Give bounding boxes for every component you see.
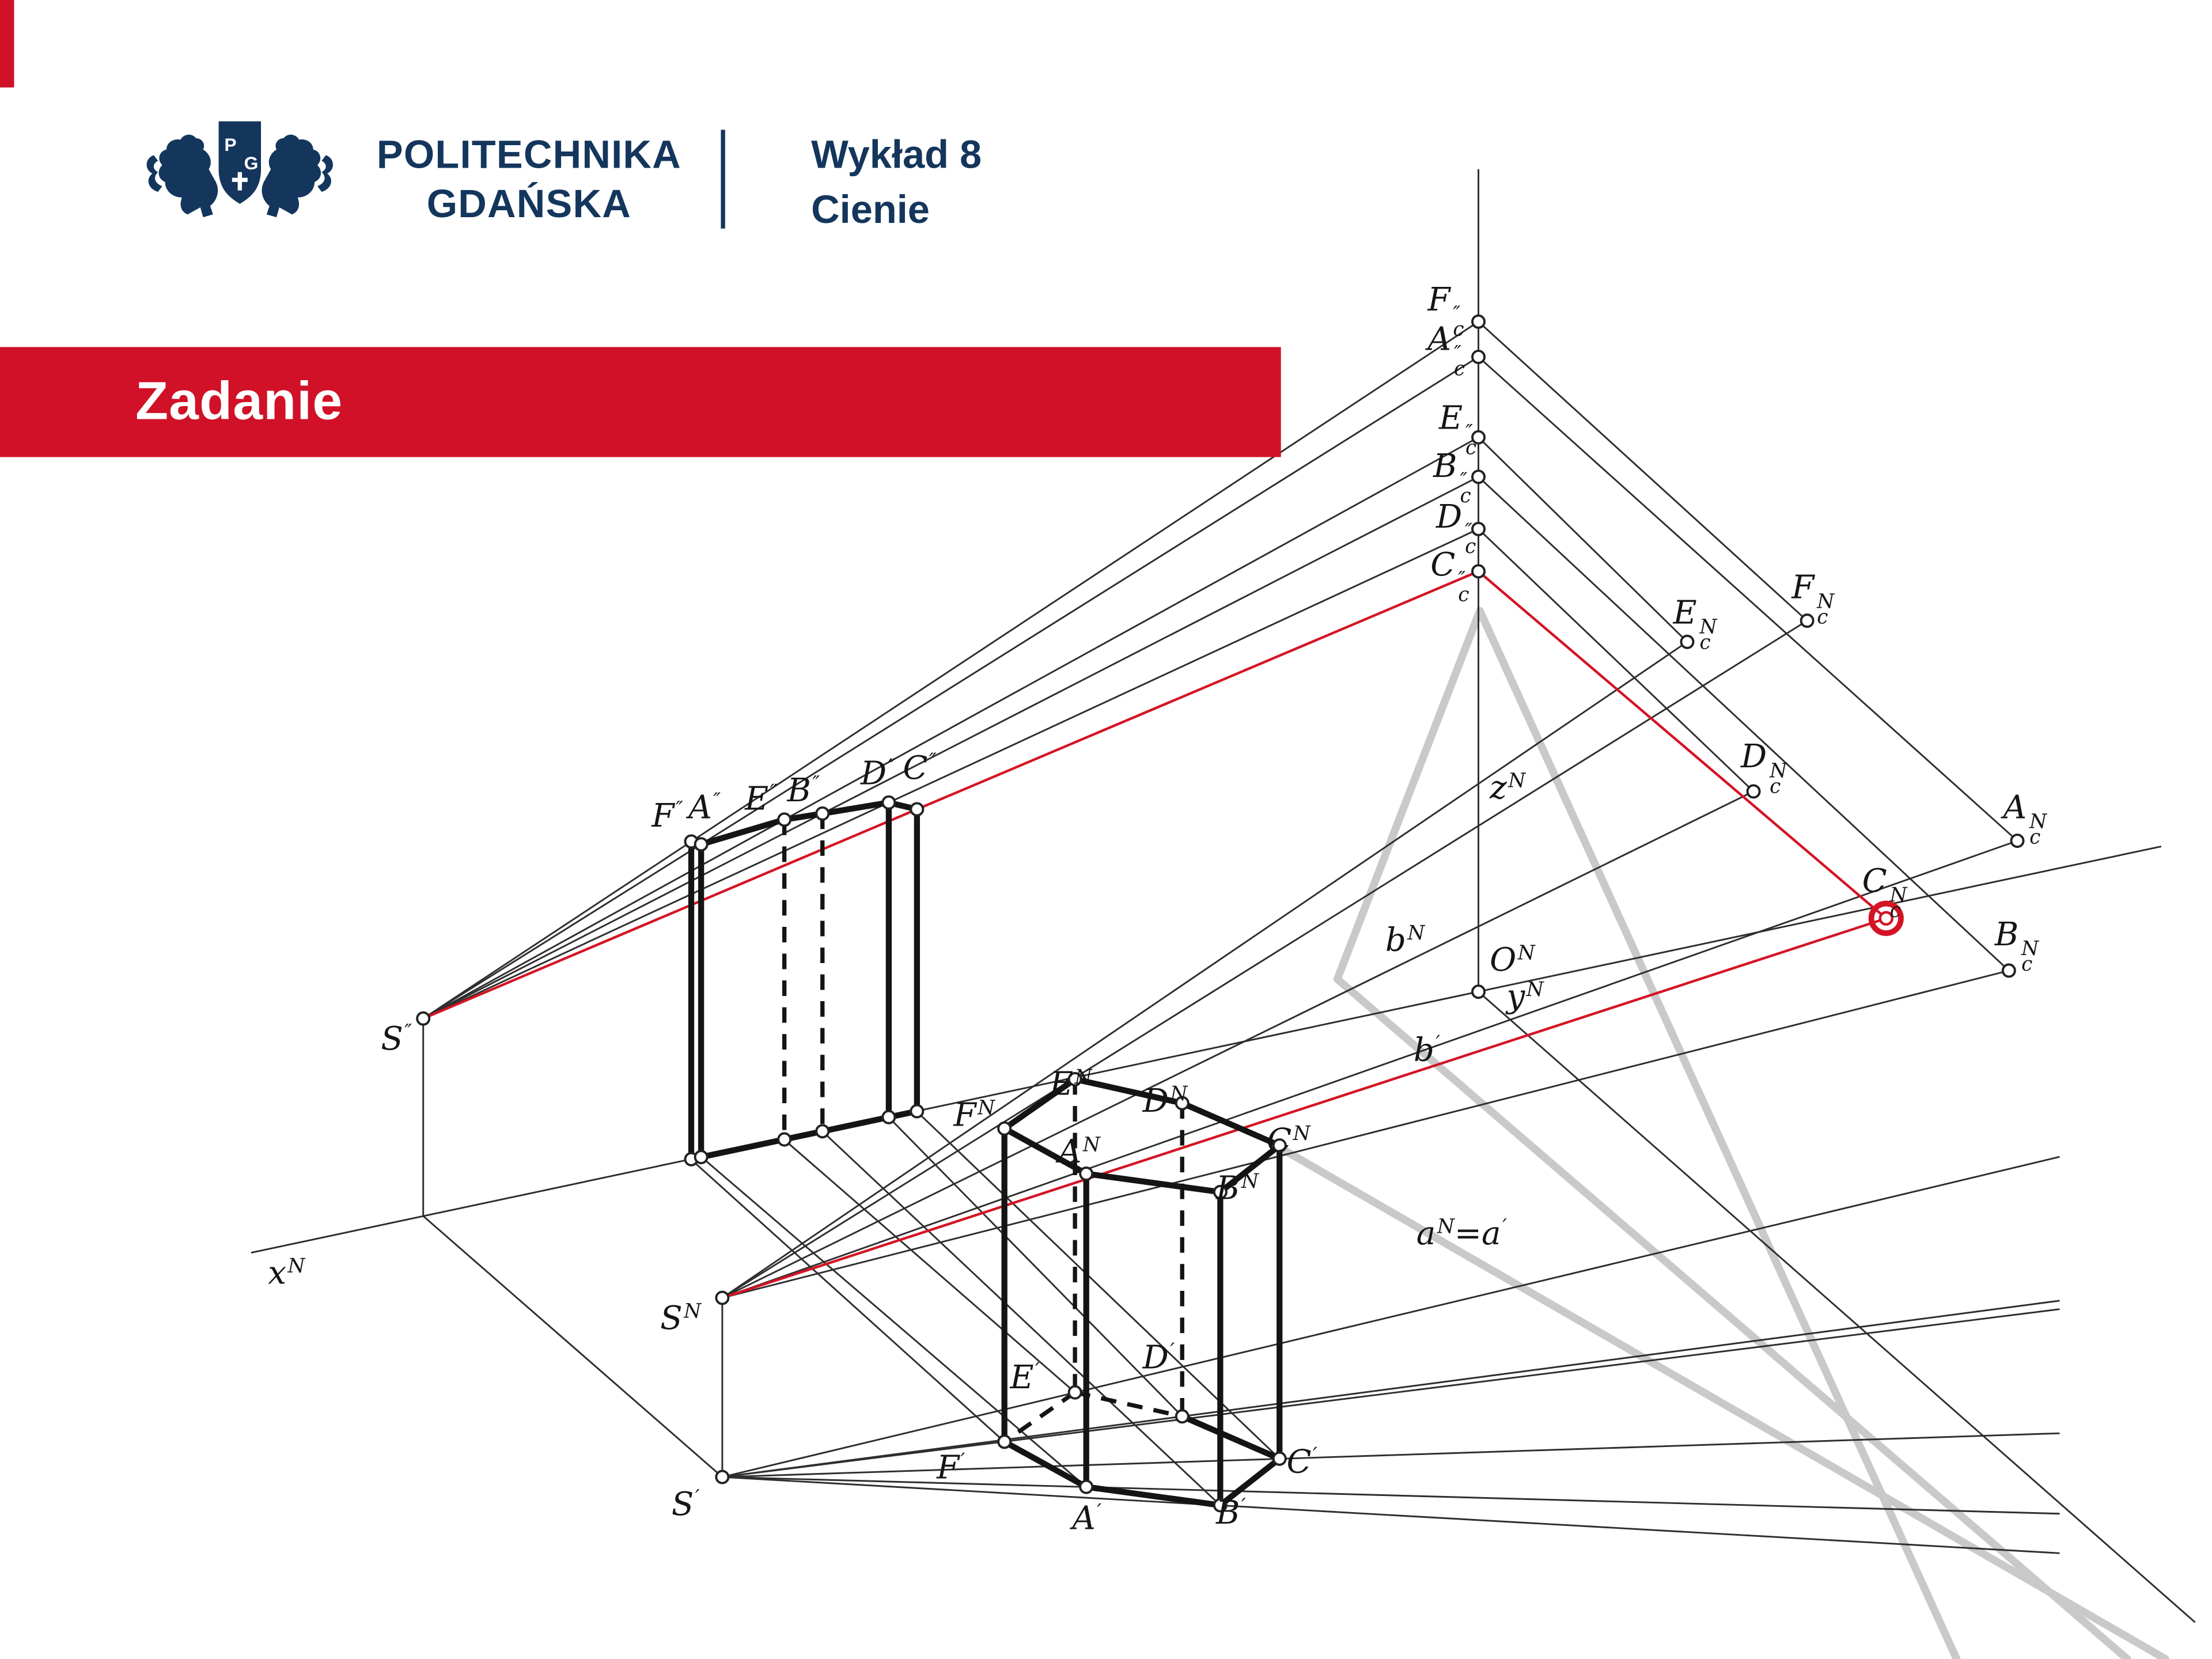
task-banner-label: Zadanie <box>135 372 343 431</box>
construction-lines <box>251 169 2196 1623</box>
university-name: POLITECHNIKA GDAŃSKA <box>364 130 694 228</box>
pg-monogram-g: G <box>244 153 259 173</box>
prism-hidden-edges <box>782 813 1184 1444</box>
lecture-title: Wykład 8 <box>811 132 982 177</box>
light-ray-red-lines <box>422 570 1887 1300</box>
pg-lion-right-icon <box>262 134 334 218</box>
shadow-outline-gray-lines <box>1277 607 2169 1659</box>
lecture-header: Wykład 8 Cienie <box>811 127 982 237</box>
pg-monogram-p: P <box>224 134 236 155</box>
header-divider <box>721 130 725 229</box>
pg-cross-icon <box>232 172 248 191</box>
corner-accent <box>0 0 14 88</box>
university-name-line1: POLITECHNIKA <box>376 132 681 177</box>
pg-shield-icon: P G <box>218 121 262 204</box>
highlighted-shadow-point <box>1868 900 1904 936</box>
university-name-line2: GDAŃSKA <box>426 181 631 226</box>
pg-logo: P G <box>146 121 334 218</box>
point-markers <box>416 314 2025 1513</box>
lecture-subtitle: Cienie <box>811 187 930 232</box>
pg-lion-left-icon <box>146 134 218 218</box>
task-banner: Zadanie <box>0 347 1281 457</box>
